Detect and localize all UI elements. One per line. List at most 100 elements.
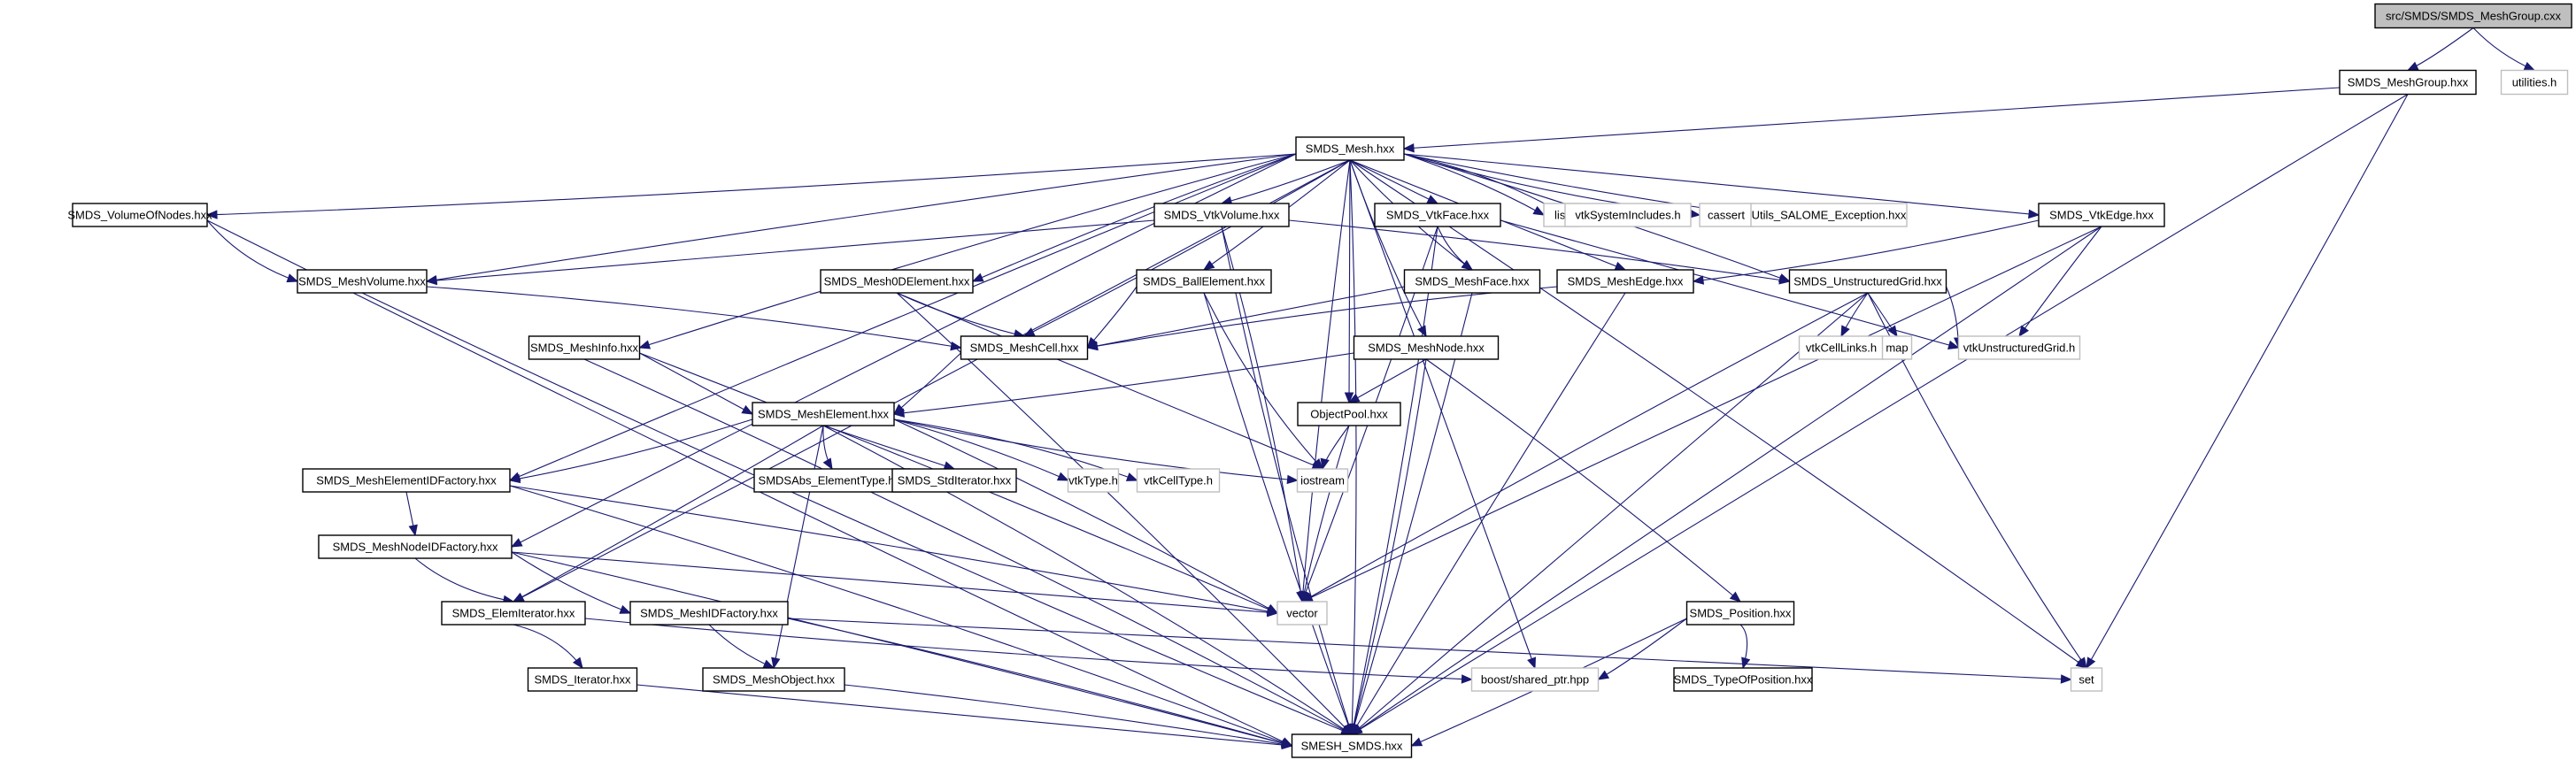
edge-line — [1348, 159, 1351, 403]
dependency-edge — [405, 491, 418, 537]
edge-line — [1087, 286, 1138, 349]
edge-line — [2086, 94, 2409, 669]
graph-node-meshidfactory[interactable]: SMDS_MeshIDFactory.hxx — [629, 601, 789, 626]
node-box[interactable] — [1685, 601, 1795, 626]
dependency-edge — [1597, 618, 1687, 680]
graph-node-utilities: utilities.h — [2500, 69, 2569, 96]
graph-node-meshobject[interactable]: SMDS_MeshObject.hxx — [702, 667, 845, 692]
arrowhead-icon — [1344, 392, 1354, 404]
node-box[interactable] — [72, 203, 208, 227]
node-box[interactable] — [629, 601, 789, 626]
arrowhead-icon — [2060, 674, 2072, 684]
node-box[interactable] — [1153, 203, 1290, 227]
node-box[interactable] — [820, 269, 974, 294]
node-box[interactable] — [302, 468, 511, 493]
dependency-edge — [708, 624, 775, 669]
graph-node-ball[interactable]: SMDS_BallElement.hxx — [1136, 269, 1272, 294]
graph-node-vtkedge[interactable]: SMDS_VtkEdge.hxx — [2038, 203, 2165, 227]
node-label: SMDS_StdIterator.hxx — [898, 474, 1012, 487]
node-box[interactable] — [1673, 667, 1813, 692]
graph-node-stditerator[interactable]: SMDS_StdIterator.hxx — [891, 468, 1017, 493]
graph-node-root[interactable]: src/SMDS/SMDS_MeshGroup.cxx — [2374, 3, 2572, 29]
node-box[interactable] — [1353, 335, 1500, 360]
node-box[interactable] — [1556, 269, 1694, 294]
arrowhead-icon — [950, 341, 962, 351]
edge-line — [511, 551, 1278, 614]
graph-node-meshvolume[interactable]: SMDS_MeshVolume.hxx — [297, 269, 428, 294]
graph-node-elemtype[interactable]: SMDSAbs_ElementType.hxx — [753, 468, 911, 493]
arrowhead-icon — [1349, 723, 1359, 736]
graph-node-salomeexc: Utils_SALOME_Exception.hxx — [1750, 203, 1908, 227]
node-label: vector — [1286, 607, 1318, 620]
node-label: SMDS_Mesh.hxx — [1306, 142, 1395, 156]
node-box[interactable] — [318, 534, 513, 559]
arrowhead-icon — [2018, 325, 2029, 338]
graph-node-typeofposition[interactable]: SMDS_TypeOfPosition.hxx — [1673, 667, 1813, 692]
node-box[interactable] — [2374, 3, 2572, 29]
graph-node-elemiterator[interactable]: SMDS_ElemIterator.hxx — [441, 601, 586, 626]
arrowhead-icon — [1887, 325, 1898, 338]
node-box[interactable] — [2339, 69, 2477, 96]
edge-line — [639, 153, 1297, 349]
node-label: iostream — [1300, 474, 1345, 487]
graph-node-meshgroup[interactable]: SMDS_MeshGroup.hxx — [2339, 69, 2477, 96]
dependency-edge — [513, 624, 583, 670]
node-box[interactable] — [702, 667, 845, 692]
edge-line — [1349, 159, 1357, 735]
arrowhead-icon — [1312, 457, 1323, 470]
dependency-edge — [1437, 226, 1474, 271]
dependency-edge — [822, 425, 956, 471]
node-box[interactable] — [1136, 269, 1272, 294]
graph-node-meshedge[interactable]: SMDS_MeshEdge.hxx — [1556, 269, 1694, 294]
dependency-edge — [1349, 159, 1427, 338]
dependency-edge — [787, 618, 1293, 748]
arrowhead-icon — [1410, 737, 1423, 747]
graph-node-meshcell[interactable]: SMDS_MeshCell.hxx — [960, 335, 1089, 360]
graph-node-elemidfactory[interactable]: SMDS_MeshElementIDFactory.hxx — [302, 468, 511, 493]
graph-node-ugrid[interactable]: SMDS_UnstructuredGrid.hxx — [1788, 269, 1947, 294]
graph-node-position[interactable]: SMDS_Position.hxx — [1685, 601, 1795, 626]
node-box[interactable] — [527, 667, 638, 692]
graph-node-nodeidfactory[interactable]: SMDS_MeshNodeIDFactory.hxx — [318, 534, 513, 559]
node-box[interactable] — [1295, 136, 1405, 161]
node-label: cassert — [1708, 209, 1745, 222]
graph-node-vtkface[interactable]: SMDS_VtkFace.hxx — [1374, 203, 1501, 227]
node-box[interactable] — [297, 269, 428, 294]
graph-node-meshelement[interactable]: SMDS_MeshElement.hxx — [752, 402, 895, 426]
node-box[interactable] — [1297, 402, 1401, 426]
node-label: SMDS_MeshInfo.hxx — [530, 342, 639, 355]
node-box[interactable] — [2038, 203, 2165, 227]
node-label: SMDS_BallElement.hxx — [1143, 275, 1265, 288]
node-box[interactable] — [1788, 269, 1947, 294]
edge-line — [2407, 27, 2474, 71]
node-box[interactable] — [752, 402, 895, 426]
node-box[interactable] — [891, 468, 1017, 493]
node-label: SMDS_MeshNodeIDFactory.hxx — [333, 541, 498, 554]
dependency-edge — [2472, 27, 2536, 72]
node-box[interactable] — [1291, 733, 1413, 758]
node-label: SMDS_MeshCell.hxx — [970, 342, 1079, 355]
edge-line — [414, 557, 514, 603]
graph-node-mesh0d[interactable]: SMDS_Mesh0DElement.hxx — [820, 269, 974, 294]
node-box[interactable] — [753, 468, 911, 493]
dependency-edge — [509, 485, 1293, 747]
graph-node-smeshsmds[interactable]: SMESH_SMDS.hxx — [1291, 733, 1413, 758]
graph-node-objectpool[interactable]: ObjectPool.hxx — [1297, 402, 1401, 426]
graph-node-vtkvolume[interactable]: SMDS_VtkVolume.hxx — [1153, 203, 1290, 227]
node-box[interactable] — [1403, 269, 1541, 294]
dependency-edge — [511, 551, 1279, 618]
graph-node-iterator[interactable]: SMDS_Iterator.hxx — [527, 667, 638, 692]
dependency-edge — [1349, 358, 1427, 736]
node-box[interactable] — [528, 335, 641, 360]
graph-node-mesh[interactable]: SMDS_Mesh.hxx — [1295, 136, 1405, 161]
dependency-edge — [844, 684, 1293, 749]
dependency-edge — [638, 153, 1297, 349]
node-box[interactable] — [960, 335, 1089, 360]
graph-node-volofnodes[interactable]: SMDS_VolumeOfNodes.hxx — [67, 203, 212, 227]
graph-node-meshinfo[interactable]: SMDS_MeshInfo.hxx — [528, 335, 641, 360]
node-box[interactable] — [441, 601, 586, 626]
graph-node-meshface[interactable]: SMDS_MeshFace.hxx — [1403, 269, 1541, 294]
graph-node-meshnode[interactable]: SMDS_MeshNode.hxx — [1353, 335, 1500, 360]
dependency-edge — [1840, 292, 1869, 338]
node-box[interactable] — [1374, 203, 1501, 227]
